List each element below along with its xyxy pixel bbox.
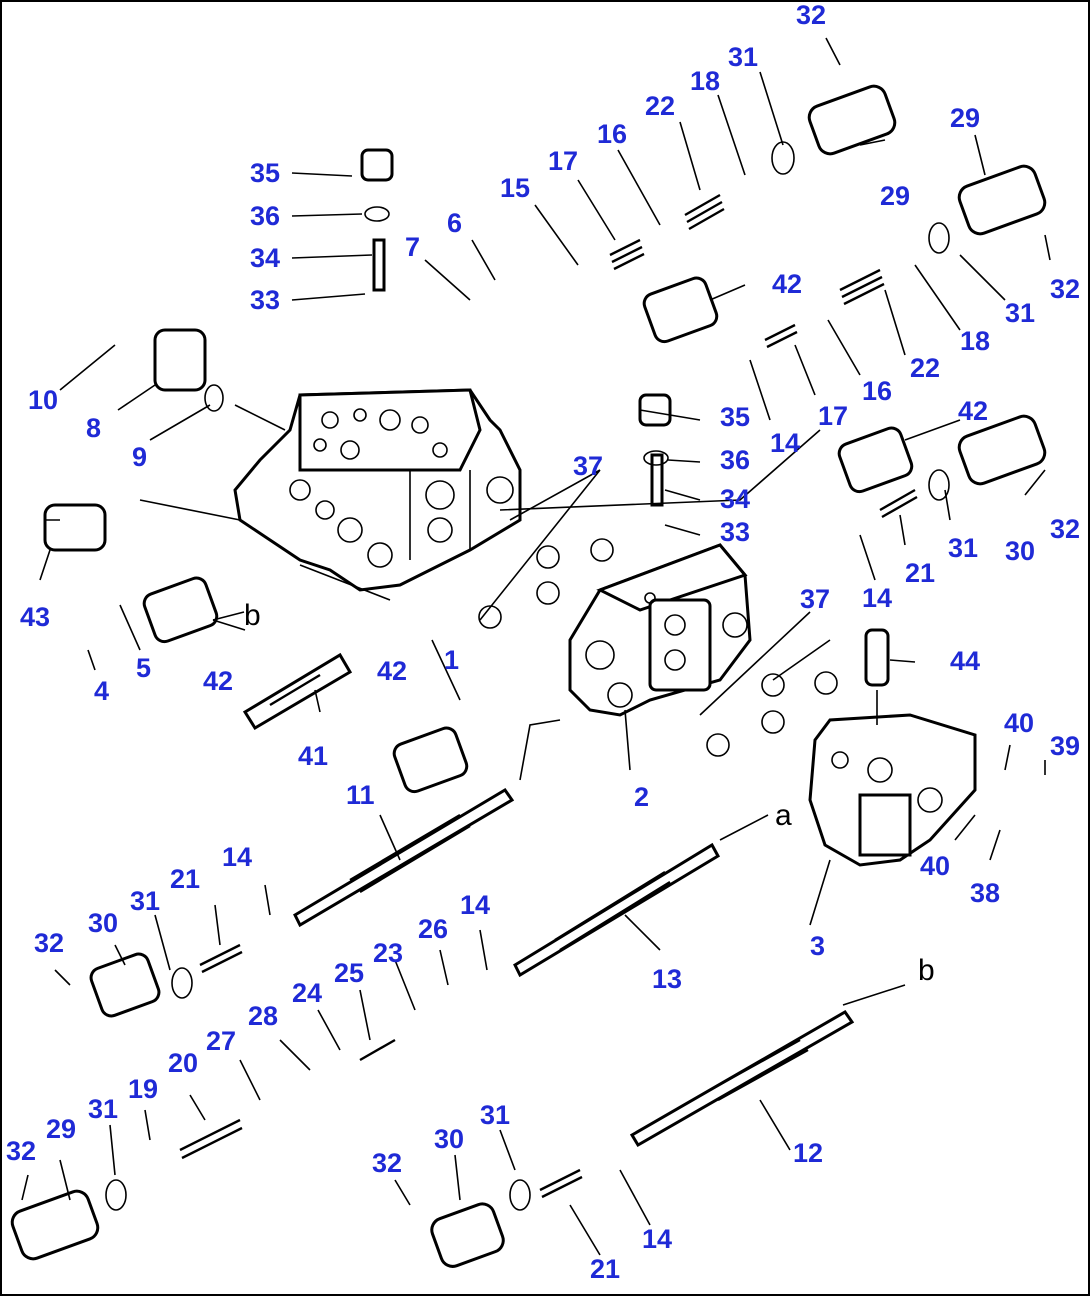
valve-body-3 xyxy=(808,713,977,867)
leader-lines xyxy=(21,37,1051,1256)
spool-13 xyxy=(513,842,721,978)
label-l36a: 36 xyxy=(250,201,280,231)
label-l29a: 29 xyxy=(950,103,980,133)
label-l21c: 21 xyxy=(590,1254,620,1284)
label-l22a: 22 xyxy=(645,91,675,121)
ref-b-upper: b xyxy=(244,599,261,632)
valve-body-1 xyxy=(233,388,522,592)
label-l2: 2 xyxy=(634,782,649,812)
label-l24: 24 xyxy=(292,978,322,1008)
label-l17b: 17 xyxy=(818,401,848,431)
label-l28: 28 xyxy=(248,1001,278,1031)
label-l5: 5 xyxy=(136,653,151,683)
label-l26: 26 xyxy=(418,914,448,944)
label-l35a: 35 xyxy=(250,158,280,188)
label-l22b: 22 xyxy=(910,353,940,383)
ref-a: a xyxy=(775,799,792,832)
o-rings xyxy=(105,141,950,1211)
label-l14d: 14 xyxy=(460,890,490,920)
label-l31d: 31 xyxy=(130,886,160,916)
label-l32a: 32 xyxy=(796,0,826,30)
label-l30b: 30 xyxy=(88,908,118,938)
label-l43: 43 xyxy=(20,602,50,632)
label-l1: 1 xyxy=(444,645,459,675)
label-l32b: 32 xyxy=(1050,274,1080,304)
spool-11 xyxy=(293,787,515,928)
label-l8: 8 xyxy=(86,413,101,443)
label-l33b: 33 xyxy=(720,517,750,547)
label-l32c: 32 xyxy=(1050,514,1080,544)
label-l42a: 42 xyxy=(772,269,802,299)
valve-body-2 xyxy=(568,543,752,717)
label-l30a: 30 xyxy=(1005,536,1035,566)
label-l44: 44 xyxy=(950,646,980,676)
label-l4: 4 xyxy=(94,676,109,706)
label-l6: 6 xyxy=(447,208,462,238)
label-l21a: 21 xyxy=(905,558,935,588)
label-l3: 3 xyxy=(810,931,825,961)
label-l29b: 29 xyxy=(880,181,910,211)
label-l13: 13 xyxy=(652,964,682,994)
label-l27: 27 xyxy=(206,1026,236,1056)
label-l18b: 18 xyxy=(960,326,990,356)
label-l16a: 16 xyxy=(597,119,627,149)
label-l40b: 40 xyxy=(920,851,950,881)
label-l14b: 14 xyxy=(862,583,892,613)
spool-41 xyxy=(242,652,353,731)
label-l40a: 40 xyxy=(1004,708,1034,738)
label-l38: 38 xyxy=(970,878,1000,908)
label-l37b: 37 xyxy=(800,584,830,614)
label-l9: 9 xyxy=(132,442,147,472)
label-l32f: 32 xyxy=(372,1148,402,1178)
ref-b-lower: b xyxy=(918,954,935,987)
label-l23: 23 xyxy=(373,938,403,968)
label-l35b: 35 xyxy=(720,402,750,432)
label-l14c: 14 xyxy=(222,842,252,872)
label-l41: 41 xyxy=(298,741,328,771)
label-l15: 15 xyxy=(500,173,530,203)
label-l18a: 18 xyxy=(690,66,720,96)
label-l12: 12 xyxy=(793,1138,823,1168)
label-l31f: 31 xyxy=(480,1100,510,1130)
label-l37a: 37 xyxy=(573,451,603,481)
label-l31a: 31 xyxy=(728,42,758,72)
spool-12 xyxy=(629,1010,855,1148)
label-l30c: 30 xyxy=(434,1124,464,1154)
label-l42d: 42 xyxy=(377,656,407,686)
springs xyxy=(179,193,918,1199)
label-l39: 39 xyxy=(1050,731,1080,761)
label-l20: 20 xyxy=(168,1048,198,1078)
label-l31c: 31 xyxy=(948,533,978,563)
label-l10: 10 xyxy=(28,385,58,415)
label-l42c: 42 xyxy=(203,666,233,696)
label-l29c: 29 xyxy=(46,1114,76,1144)
label-l25: 25 xyxy=(334,958,364,988)
label-l14e: 14 xyxy=(642,1224,672,1254)
label-l31e: 31 xyxy=(88,1094,118,1124)
label-l19: 19 xyxy=(128,1074,158,1104)
label-l34b: 34 xyxy=(720,484,750,514)
label-l31b: 31 xyxy=(1005,298,1035,328)
label-l36b: 36 xyxy=(720,445,750,475)
caps xyxy=(10,84,1047,1268)
label-l14a: 14 xyxy=(770,428,800,458)
label-l7: 7 xyxy=(405,232,420,262)
label-l32d: 32 xyxy=(34,928,64,958)
label-l11: 11 xyxy=(346,780,375,810)
label-l32e: 32 xyxy=(6,1136,36,1166)
label-l17a: 17 xyxy=(548,146,578,176)
part-labels: 32 31 18 22 16 17 15 29 29 35 36 34 33 7… xyxy=(6,0,1080,1284)
label-l42b: 42 xyxy=(958,396,988,426)
label-l16b: 16 xyxy=(862,376,892,406)
label-l34a: 34 xyxy=(250,243,280,273)
label-l21b: 21 xyxy=(170,864,200,894)
label-l33a: 33 xyxy=(250,285,280,315)
connection-refs: a b b xyxy=(212,599,935,1006)
